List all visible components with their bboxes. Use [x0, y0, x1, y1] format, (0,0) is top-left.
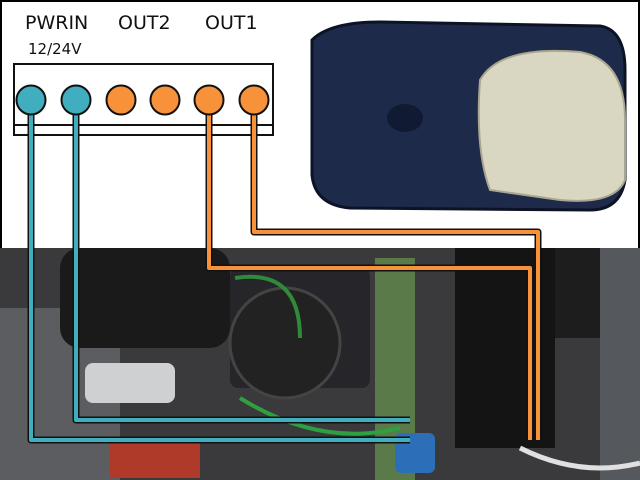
pwrin-label: PWRIN	[25, 12, 89, 34]
output-wires	[205, 100, 542, 440]
terminal-out2-2	[149, 84, 181, 116]
bosch-opener-device	[310, 20, 627, 212]
out1-label: OUT1	[205, 12, 258, 34]
terminal-out1-1	[193, 84, 225, 116]
terminal-block	[13, 63, 274, 136]
terminal-out2-1	[105, 84, 137, 116]
terminal-out1-2	[238, 84, 270, 116]
out2-label: OUT2	[118, 12, 171, 34]
terminal-pwrin-2	[60, 84, 92, 116]
terminal-pwrin-1	[15, 84, 47, 116]
voltage-label: 12/24V	[28, 40, 82, 58]
power-wires	[27, 100, 410, 444]
